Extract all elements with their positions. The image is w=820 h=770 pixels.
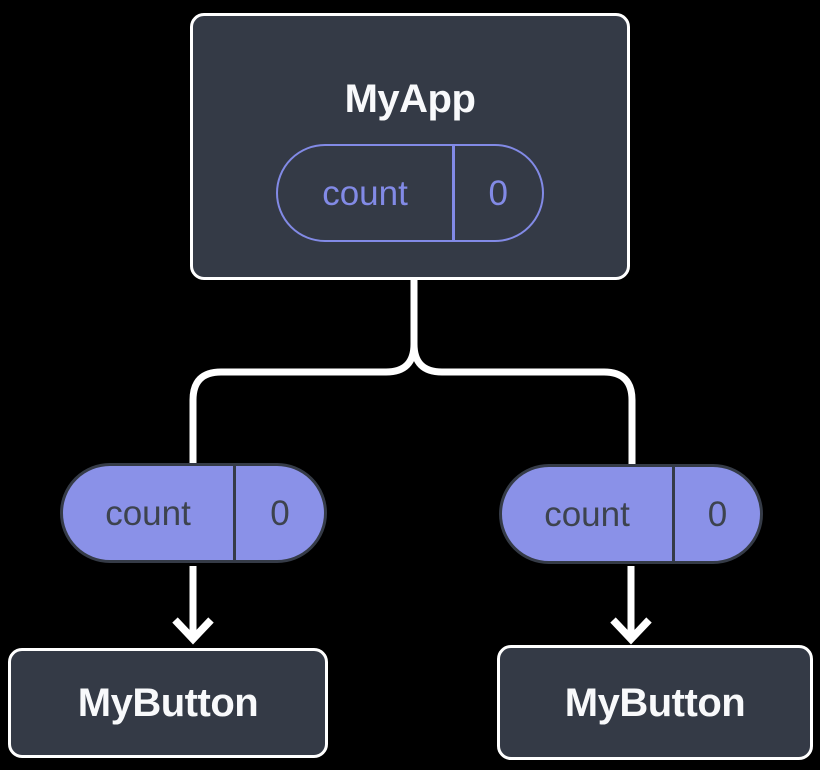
pill-divider bbox=[452, 146, 455, 240]
state-name: count bbox=[544, 494, 630, 534]
node-mybutton-right: MyButton bbox=[497, 645, 813, 760]
arrow-left-head-icon bbox=[172, 617, 214, 645]
state-name: count bbox=[105, 493, 191, 533]
node-myapp: MyApp count 0 bbox=[190, 13, 630, 280]
fork-connector bbox=[189, 278, 636, 468]
arrow-right-head-icon bbox=[610, 617, 652, 645]
node-mybutton-left-title: MyButton bbox=[77, 681, 259, 725]
pill-divider bbox=[233, 466, 236, 560]
state-name: count bbox=[322, 173, 408, 213]
state-pill-root: count 0 bbox=[276, 144, 544, 242]
node-mybutton-left: MyButton bbox=[8, 648, 328, 758]
state-pill-left: count 0 bbox=[60, 463, 327, 563]
arrow-right bbox=[610, 566, 652, 645]
node-myapp-title: MyApp bbox=[344, 77, 476, 121]
state-value: 0 bbox=[488, 173, 508, 213]
state-value: 0 bbox=[270, 493, 290, 533]
node-mybutton-right-title: MyButton bbox=[564, 680, 746, 725]
state-value: 0 bbox=[707, 494, 728, 534]
arrow-left bbox=[172, 566, 214, 645]
state-pill-right: count 0 bbox=[499, 464, 763, 564]
pill-divider bbox=[672, 467, 675, 561]
